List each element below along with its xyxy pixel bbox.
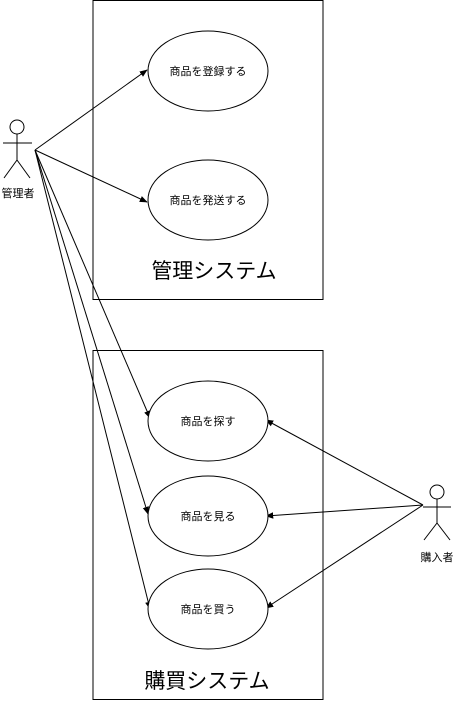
use-case-buy[interactable] (147, 568, 269, 650)
edge-admin-view[interactable] (34, 149, 149, 515)
edge-buyer-buy[interactable] (265, 504, 424, 609)
purchase-system-label: 購買システム (144, 669, 269, 693)
edge-admin-register[interactable] (34, 69, 148, 151)
actor-buyer-label: 購入者 (421, 550, 454, 564)
use-case-view-label: 商品を見る (181, 509, 236, 523)
use-case-ship-label: 商品を発送する (170, 193, 247, 207)
use-case-view[interactable] (147, 475, 269, 557)
associations (34, 69, 424, 610)
use-case-register-label: 商品を登録する (170, 64, 247, 78)
edge-admin-ship[interactable] (34, 149, 148, 203)
actor-buyer-icon[interactable] (423, 484, 451, 541)
use-case-search[interactable] (147, 380, 269, 462)
edge-buyer-search[interactable] (265, 419, 424, 506)
actor-admin-label: 管理者 (2, 186, 35, 200)
use-case-search-label: 商品を探す (181, 414, 236, 428)
actor-admin-icon[interactable] (3, 119, 32, 179)
edge-buyer-view[interactable] (265, 504, 424, 519)
edge-admin-buy[interactable] (34, 149, 152, 610)
use-case-register[interactable] (147, 30, 269, 112)
management-system-label: 管理システム (151, 259, 276, 283)
use-case-buy-label: 商品を買う (181, 602, 236, 616)
edge-admin-search[interactable] (34, 149, 151, 419)
use-case-ship[interactable] (147, 159, 269, 241)
